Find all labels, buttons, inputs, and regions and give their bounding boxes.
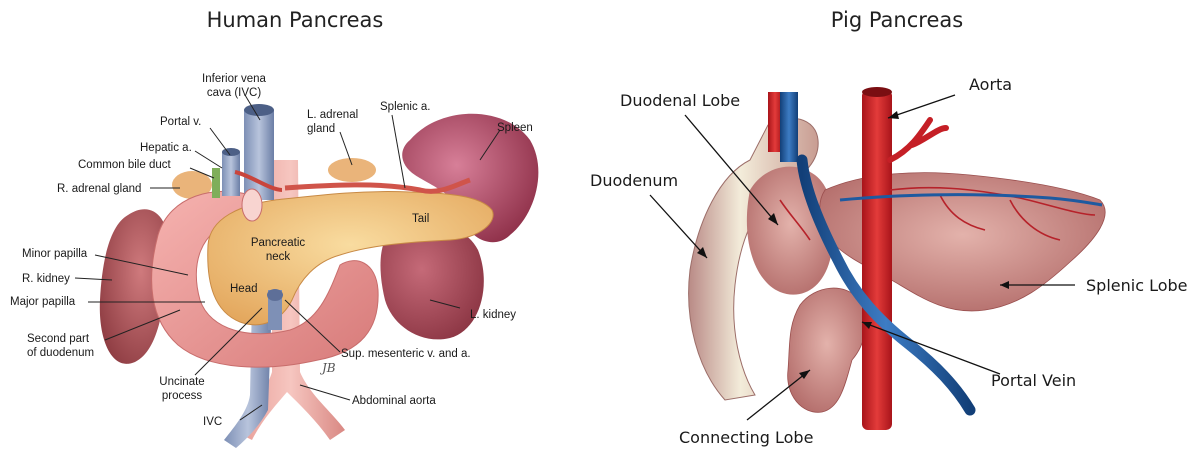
label-minor-papilla: Minor papilla — [22, 248, 88, 260]
label-portal-vein: Portal Vein — [991, 371, 1076, 390]
label-ivc-line1: Inferior vena — [202, 73, 267, 85]
human-pancreas-panel: Human Pancreas — [0, 0, 590, 452]
portal-vein-opening — [222, 148, 240, 156]
common-bile-duct-shape — [212, 168, 220, 198]
label-head: Head — [230, 283, 258, 295]
label-ivc-bottom: IVC — [203, 416, 222, 428]
aorta-shape — [862, 90, 892, 430]
label-r-kidney: R. kidney — [22, 273, 70, 285]
label-aorta: Aorta — [969, 75, 1012, 94]
sup-mesenteric-opening — [267, 289, 283, 301]
label-hepatic-a: Hepatic a. — [140, 142, 192, 154]
label-splenic-a: Splenic a. — [380, 101, 431, 113]
label-splenic-lobe: Splenic Lobe — [1086, 276, 1188, 295]
human-pancreas-illustration: Inferior vena cava (IVC) Portal v. Hepat… — [0, 0, 590, 452]
label-pancreatic-neck-line2: neck — [266, 251, 291, 263]
label-duodenal-lobe: Duodenal Lobe — [620, 91, 740, 110]
label-ivc-line2: cava (IVC) — [207, 87, 261, 99]
pig-pancreas-illustration: Aorta Duodenal Lobe Duodenum Splenic Lob… — [590, 0, 1204, 452]
label-major-papilla: Major papilla — [10, 296, 76, 308]
aorta-branch — [890, 120, 946, 160]
duodenum-opening — [242, 189, 262, 221]
label-duodenum: Duodenum — [590, 171, 678, 190]
pig-upper-blue-vessel — [780, 92, 798, 162]
label-l-adrenal-line1: L. adrenal — [307, 109, 358, 121]
label-uncinate-line1: Uncinate — [159, 376, 204, 388]
label-spleen: Spleen — [497, 122, 533, 134]
label-tail: Tail — [412, 213, 429, 225]
label-pancreatic-neck-line1: Pancreatic — [251, 237, 306, 249]
label-uncinate-line2: process — [162, 390, 203, 402]
label-r-adrenal: R. adrenal gland — [57, 183, 141, 195]
artist-signature: JB — [319, 361, 336, 375]
label-l-kidney: L. kidney — [470, 309, 516, 321]
connecting-lobe-shape — [788, 288, 867, 412]
pig-pancreas-panel: Pig Pancreas — [590, 0, 1204, 452]
ivc-upper-opening — [244, 104, 274, 116]
left-adrenal-shape — [328, 158, 376, 182]
label-common-bile-duct: Common bile duct — [78, 159, 171, 171]
aorta-opening — [862, 87, 892, 97]
label-second-part-line2: of duodenum — [27, 347, 94, 359]
label-portal-v: Portal v. — [160, 116, 201, 128]
pig-upper-red-vessel — [768, 92, 782, 152]
label-connecting-lobe: Connecting Lobe — [679, 428, 813, 447]
label-abdominal-aorta: Abdominal aorta — [352, 395, 436, 407]
label-second-part-line1: Second part — [27, 333, 90, 345]
label-sup-mesenteric: Sup. mesenteric v. and a. — [341, 348, 471, 360]
label-l-adrenal-line2: gland — [307, 123, 335, 135]
